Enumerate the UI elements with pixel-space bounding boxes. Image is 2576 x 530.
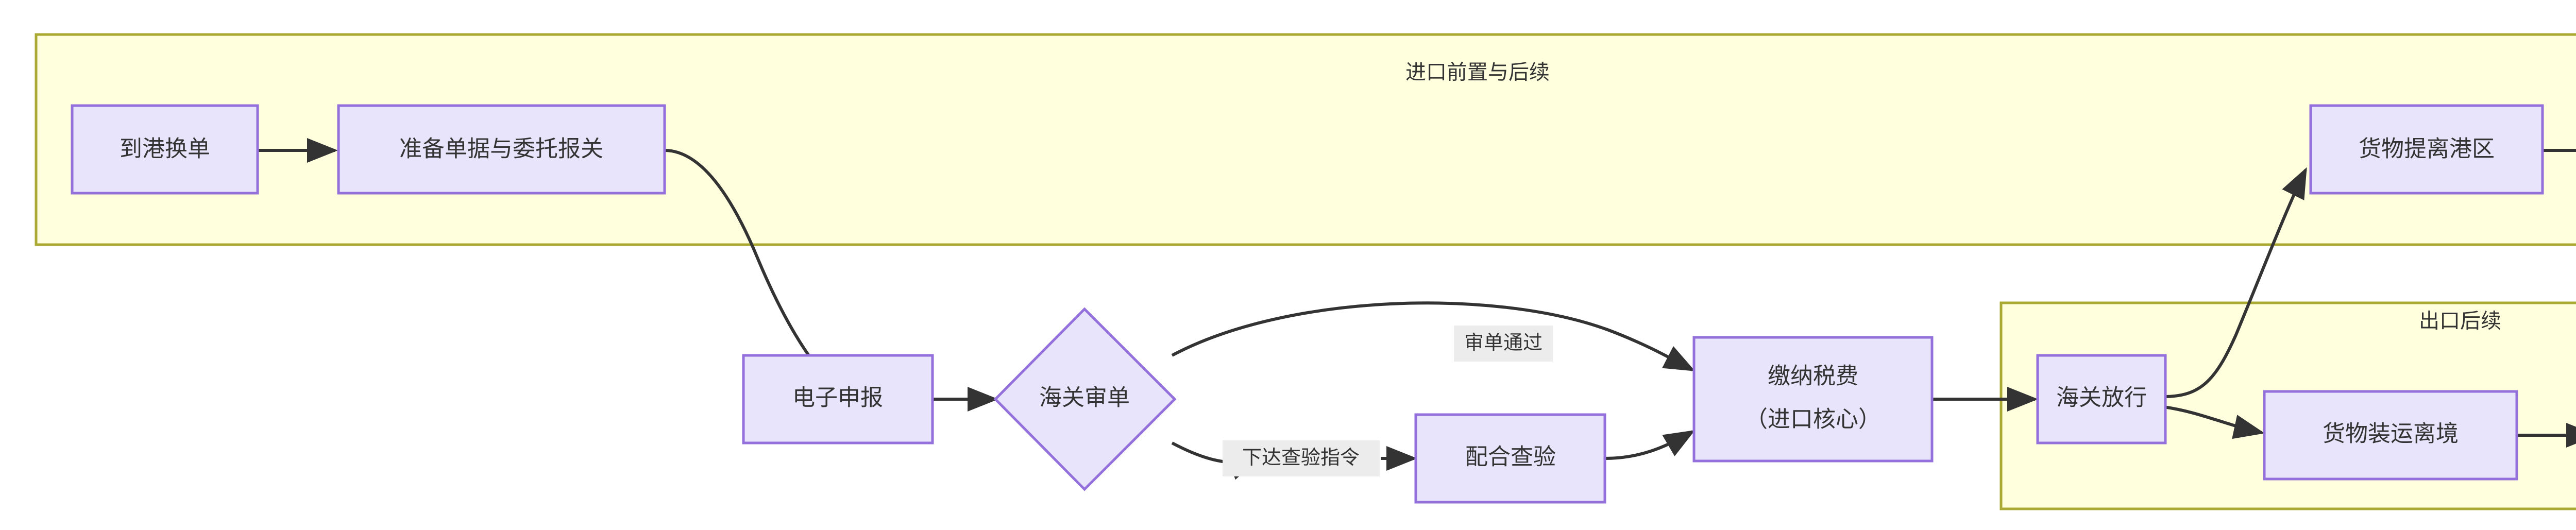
node-cargo-pickup-label: 货物提离港区	[2359, 136, 2495, 162]
node-electronic-declaration[interactable]: 电子申报	[742, 354, 934, 444]
node-customs-review-diamond[interactable]	[993, 307, 1177, 491]
edge-release-to-pickup	[2163, 167, 2307, 398]
edge-label-review-pass-text: 审单通过	[1464, 332, 1543, 354]
node-arrival-exchange[interactable]: 到港换单	[71, 104, 259, 195]
node-electronic-declaration-rect[interactable]	[742, 354, 934, 444]
node-pay-duties-rect[interactable]	[1692, 336, 1934, 463]
node-cargo-pickup[interactable]: 货物提离港区	[2309, 104, 2544, 195]
edge-layer	[258, 138, 2576, 480]
node-customs-release-rect[interactable]	[2036, 354, 2167, 444]
edge-label-inspect-order: 下达查验指令	[1223, 440, 1380, 476]
node-prepare-docs-rect[interactable]	[337, 104, 666, 195]
edge-label-review-pass: 审单通过	[1454, 326, 1553, 362]
node-cooperate-inspection-rect[interactable]	[1414, 413, 1606, 504]
node-cooperate-inspection-label: 配合查验	[1465, 444, 1556, 470]
node-cooperate-inspection[interactable]: 配合查验	[1414, 413, 1606, 504]
edge-label-inspect-order-bg	[1223, 440, 1380, 476]
node-arrival-exchange-rect[interactable]	[71, 104, 259, 195]
node-arrival-exchange-label: 到港换单	[120, 136, 210, 162]
node-electronic-declaration-label: 电子申报	[792, 385, 883, 411]
edge-inspection-to-tax	[1604, 430, 1696, 460]
node-cargo-pickup-rect[interactable]	[2309, 104, 2544, 195]
edge-label-inspect-order-text: 下达查验指令	[1242, 447, 1360, 469]
node-cargo-shipout[interactable]: 货物装运离境	[2263, 390, 2518, 481]
node-customs-release[interactable]: 海关放行	[2036, 354, 2167, 444]
edge-label-review-pass-bg	[1454, 326, 1553, 362]
node-customs-review-label: 海关审单	[1039, 385, 1130, 411]
cluster-import-title: 进口前置与后续	[1405, 61, 1550, 84]
edge-release-to-shipout	[2163, 405, 2265, 439]
node-customs-release-label: 海关放行	[2056, 385, 2147, 411]
edge-review-pass-to-tax	[1171, 301, 1696, 371]
node-pay-duties-label-line1: 缴纳税费	[1768, 364, 1858, 389]
node-pay-duties[interactable]: 缴纳税费 （进口核心）	[1692, 336, 1934, 463]
node-pay-duties-label-line2: （进口核心）	[1745, 407, 1881, 432]
node-prepare-docs[interactable]: 准备单据与委托报关	[337, 104, 666, 195]
node-customs-review[interactable]: 海关审单	[993, 307, 1177, 491]
node-prepare-docs-label: 准备单据与委托报关	[399, 136, 603, 162]
node-cargo-shipout-label: 货物装运离境	[2323, 421, 2459, 447]
cluster-export-title: 出口后续	[2419, 310, 2501, 333]
node-cargo-shipout-rect[interactable]	[2263, 390, 2518, 481]
